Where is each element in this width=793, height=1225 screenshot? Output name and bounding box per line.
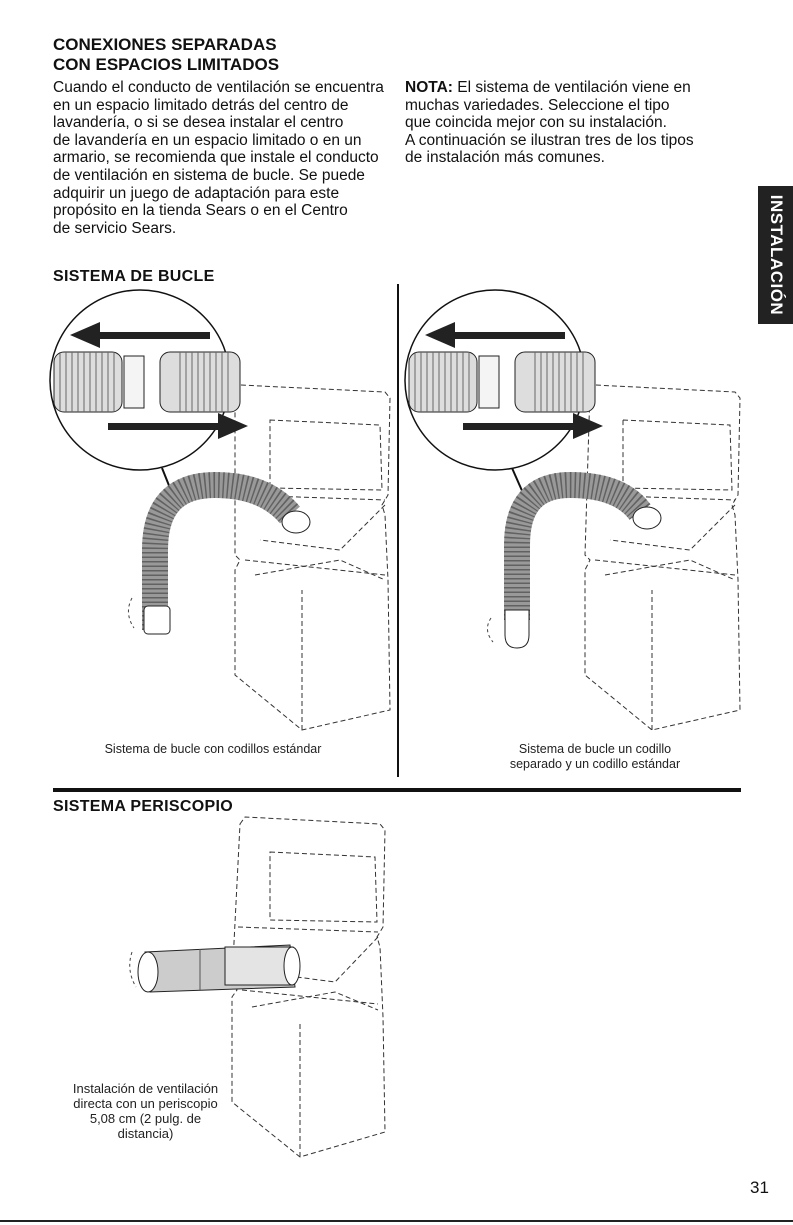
periscope-duct — [137, 944, 301, 993]
intro-line: de ventilación en sistema de bucle. Se p… — [53, 166, 365, 184]
caption-line: separado y un codillo estándar — [509, 757, 681, 771]
intro-line: de servicio Sears. — [53, 219, 177, 237]
arrow-icon — [425, 322, 603, 439]
elbow-fitting — [504, 609, 530, 649]
section-title-periscope: SISTEMA PERISCOPIO — [53, 798, 233, 815]
caption-periscope: Instalación de ventilación directa con u… — [53, 1081, 238, 1141]
column-divider — [397, 284, 399, 777]
note-line: muchas variedades. Seleccione el tipo — [405, 96, 670, 114]
side-tab-label: INSTALACIÓN — [766, 194, 786, 316]
intro-line: lavandería, o si se desea instalar el ce… — [53, 114, 344, 132]
note-label: NOTA: — [405, 79, 453, 96]
periscope-illustration — [129, 816, 386, 1158]
note-line: A continuación se ilustran tres de los t… — [405, 131, 694, 149]
note-line: de instalación más comunes. — [405, 149, 605, 167]
note-paragraph: NOTA: El sistema de ventilación viene en… — [405, 79, 745, 167]
intro-line: armario, se recomienda que instale el co… — [53, 149, 379, 167]
intro-line: adquirir un juego de adaptación para est… — [53, 184, 340, 202]
section-divider — [53, 788, 741, 792]
laundry-center-outline — [234, 384, 391, 731]
caption-loop-right: Sistema de bucle un codillo separado y u… — [470, 742, 720, 772]
page-title-line-1: CONEXIONES SEPARADAS — [53, 35, 277, 54]
caption-line: distancia) — [117, 1126, 174, 1141]
bottom-rule — [0, 1220, 793, 1222]
loop-standard-elbows-illustration — [49, 289, 391, 731]
side-tab-installation: INSTALACIÓN — [758, 186, 793, 324]
note-line: El sistema de ventilación viene en — [452, 79, 691, 96]
caption-line: Sistema de bucle un codillo — [518, 742, 672, 756]
arrow-icon — [70, 322, 248, 439]
flexible-duct — [53, 351, 241, 413]
laundry-center-outline — [584, 384, 741, 731]
intro-paragraph: Cuando el conducto de ventilación se enc… — [53, 79, 398, 237]
page-title-line-2: CON ESPACIOS LIMITADOS — [53, 55, 280, 74]
section-title-loop: SISTEMA DE BUCLE — [53, 268, 215, 285]
caption-line: 5,08 cm (2 pulg. de — [89, 1111, 202, 1126]
intro-line: de lavandería en un espacio limitado o e… — [53, 131, 362, 149]
intro-line: Cuando el conducto de ventilación se enc… — [53, 79, 384, 96]
intro-line: propósito en la tienda Sears o en el Cen… — [53, 202, 348, 220]
caption-line: directa con un periscopio — [73, 1096, 218, 1111]
flexible-duct — [408, 351, 596, 413]
note-line: que coincida mejor con su instalación. — [405, 114, 667, 132]
page-number: 31 — [750, 1178, 769, 1197]
caption-loop-left: Sistema de bucle con codillos estándar — [104, 742, 322, 756]
laundry-center-outline — [231, 816, 386, 1158]
loop-separate-elbow-illustration — [404, 289, 741, 731]
intro-line: en un espacio limitado detrás del centro… — [53, 96, 349, 114]
caption-line: Instalación de ventilación — [72, 1081, 219, 1096]
elbow-fitting — [143, 605, 171, 635]
